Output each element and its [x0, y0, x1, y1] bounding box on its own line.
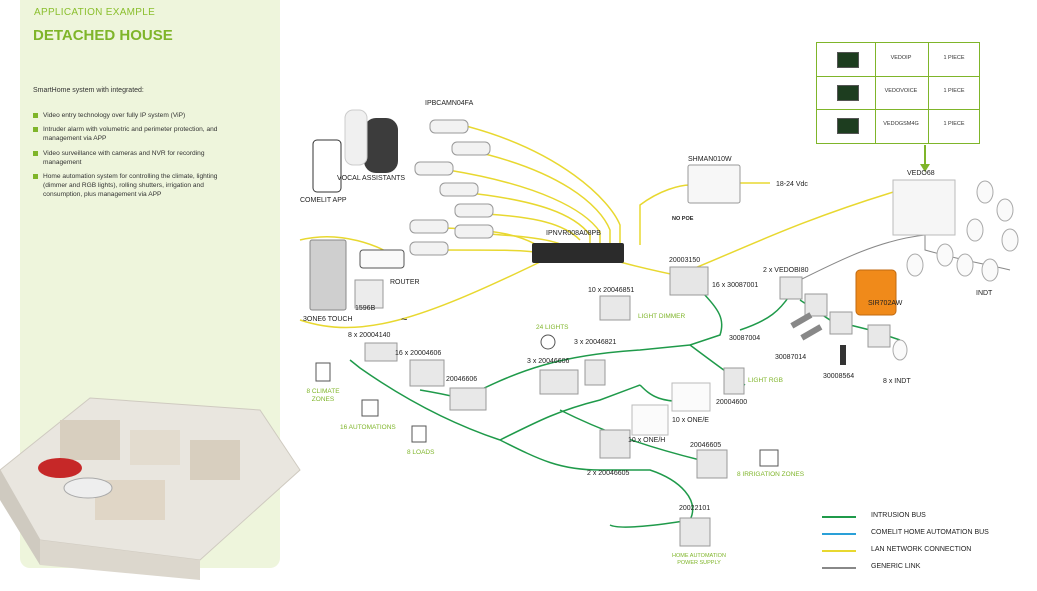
act4606-label: 16 x 20004606 [395, 350, 442, 357]
indt8-label: 8 x INDT [883, 378, 911, 385]
c7014-label: 30087014 [775, 354, 807, 361]
act6605b-label: 2 x 20046605 [587, 470, 630, 477]
nopoe-label: NO POE [672, 216, 694, 222]
psu-icon [354, 279, 384, 309]
lan-lines [299, 124, 901, 329]
legend-swatch [822, 567, 856, 569]
act4140-label: 8 x 20004140 [348, 332, 391, 339]
vocal-label: VOCAL ASSISTANTS [337, 175, 406, 182]
automations-label: 16 AUTOMATIONS [340, 424, 396, 431]
monitor-label: SHMAN010W [688, 156, 732, 163]
bullet-icon [33, 174, 38, 180]
camera-label: IPBCAMN04FA [425, 100, 474, 107]
contact-sensor-group [790, 312, 846, 365]
page-title: DETACHED HOUSE [33, 27, 173, 44]
legend-label: LAN NETWORK CONNECTION [871, 546, 972, 553]
vedo68-icon [892, 179, 956, 236]
sir-label: SIR702AW [868, 300, 903, 307]
psu2-label: HOME AUTOMATION POWER SUPPLY [672, 553, 726, 566]
switch-label: 20003150 [669, 257, 701, 264]
feature-item: Intruder alarm with volumetric and perim… [33, 125, 238, 143]
phone-icon [312, 139, 342, 193]
legend-swatch [822, 550, 856, 552]
oneh-label: 10 x ONE/H [628, 437, 666, 444]
arrow-icon [920, 164, 930, 172]
c8564-label: 30008564 [823, 373, 855, 380]
voltage-label: 18-24 Vdc [776, 181, 808, 188]
bus-lines [349, 289, 901, 528]
nvr-icon [532, 243, 624, 263]
speaker-icon [364, 118, 398, 173]
contacts-label: 16 x 30087001 [712, 282, 759, 289]
irrigation-label: 8 IRRIGATION ZONES [737, 471, 805, 478]
siren-icon [855, 269, 897, 316]
onee-label: 10 x ONE/E [672, 417, 709, 424]
section-tag: APPLICATION EXAMPLE [34, 7, 156, 18]
irrigation-icon [759, 449, 779, 467]
bulb-icon [540, 334, 556, 350]
act6605-label: 20046605 [690, 442, 722, 449]
vedobi-label: 2 x VEDOBI80 [763, 267, 809, 274]
product-row: VEDOGSM4G 1 PIECE [817, 109, 979, 142]
act6606b-label: 3 x 20046606 [527, 358, 570, 365]
loads-label: 8 LOADS [407, 449, 435, 456]
panel-touch-icon [309, 239, 347, 311]
indt-label: INDT [976, 290, 993, 297]
feature-list: Video entry technology over fully IP sys… [33, 111, 238, 205]
feature-item: Video surveillance with cameras and NVR … [33, 149, 238, 167]
product-table: VEDOIP 1 PIECE VEDOVOICE 1 PIECE VEDOGSM… [816, 42, 980, 144]
act6606-label: 20046606 [446, 376, 478, 383]
feature-item: Video entry technology over fully IP sys… [33, 111, 238, 120]
feature-item: Home automation system for controlling t… [33, 172, 238, 200]
product-row: VEDOVOICE 1 PIECE [817, 76, 979, 110]
module-icon [837, 118, 859, 134]
house-illustration [0, 397, 301, 580]
bullet-icon [33, 113, 38, 118]
product-row: VEDOIP 1 PIECE [817, 43, 979, 77]
router-label: ROUTER [390, 279, 420, 286]
rgbcode-label: 20004600 [716, 399, 748, 406]
shutter-icon [361, 399, 379, 417]
assistant-icon [344, 109, 368, 166]
tilde-label: ~ [401, 314, 408, 326]
monitor-icon [687, 164, 741, 204]
keypad-icon [671, 382, 711, 412]
keypad-icon [631, 404, 669, 436]
plug-icon [411, 425, 427, 443]
lights-label: 24 LIGHTS [536, 324, 569, 331]
router-icon [359, 249, 405, 269]
legend-label: GENERIC LINK [871, 563, 921, 570]
switch-icon [669, 266, 709, 296]
legend-label: INTRUSION BUS [871, 512, 926, 519]
intro-text: SmartHome system with integrated: [33, 87, 144, 94]
c2101-label: 20022101 [679, 505, 711, 512]
bullet-icon [33, 127, 38, 133]
act6851-label: 10 x 20046851 [588, 287, 635, 294]
din-module-group [364, 276, 891, 547]
act6821-label: 3 x 20046821 [574, 339, 617, 346]
camera-group [409, 119, 494, 256]
c7004-label: 30087004 [729, 335, 761, 342]
app-label: COMELIT APP [300, 197, 347, 204]
bullet-icon [33, 150, 38, 156]
module-icon [837, 85, 859, 101]
psu-label: 1596B [355, 305, 376, 312]
nvr-label: IPNVR008A08PB [546, 230, 601, 237]
legend-swatch [822, 516, 856, 518]
legend-swatch [822, 533, 856, 535]
legend-label: COMELIT HOME AUTOMATION BUS [871, 529, 989, 536]
module-icon [837, 52, 859, 68]
pir-sensor-group [892, 180, 1019, 361]
thermometer-icon [315, 362, 331, 382]
vedo68-label: VEDO68 [907, 170, 935, 177]
climate-label: 8 CLIMATE ZONES [306, 388, 340, 403]
touch-label: 3ONE6 TOUCH [303, 316, 353, 323]
dimmer-label: LIGHT DIMMER [638, 313, 686, 320]
lightrgb-label: LIGHT RGB [748, 377, 783, 384]
